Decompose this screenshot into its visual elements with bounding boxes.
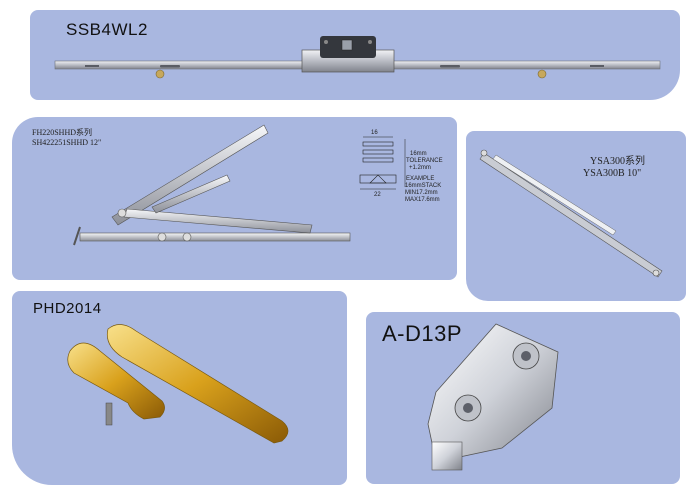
stack-dimension-diagram <box>359 136 406 190</box>
product-panel-phd2014: PHD2014 <box>12 291 347 485</box>
product-code: YSA300系列 <box>590 156 646 167</box>
example-line-3: MIN17.2mm <box>405 190 438 196</box>
bottom-dimension: 22 <box>374 192 381 198</box>
example-line-2: 16mmSTACK <box>405 183 442 189</box>
product-code: SSB4WL2 <box>66 20 148 39</box>
example-line-1: EXAMPLE <box>406 176 435 182</box>
product-sub: YSA300B 10" <box>583 168 642 179</box>
window-handle-image <box>67 324 289 444</box>
product-sub: SH422251SHHD 12" <box>32 138 102 147</box>
tolerance-line-2: TOLERANCE <box>406 158 443 164</box>
product-panel-ysa300: YSA300系列 YSA300B 10" <box>466 131 686 301</box>
product-code: A-D13P <box>382 321 463 346</box>
friction-stay-image <box>73 124 351 246</box>
espagnolette-bar-image <box>54 36 661 79</box>
product-code: PHD2014 <box>33 300 102 317</box>
product-panel-ssb4wl2: SSB4WL2 <box>30 10 680 100</box>
product-panel-a-d13p: A-D13P <box>366 312 680 484</box>
product-code: FH220SHHD系列 <box>32 128 93 137</box>
stay-arm-image <box>479 149 663 278</box>
tolerance-line-3: +1.2mm <box>409 165 431 171</box>
top-dimension: 16 <box>371 130 378 136</box>
example-line-4: MAX17.6mm <box>405 197 440 203</box>
product-panel-fh220: FH220SHHD系列 SH422251SHHD 12" 16 22 16mm … <box>12 117 457 280</box>
tolerance-line-1: 16mm <box>410 151 427 157</box>
keeper-plate-image <box>427 323 559 471</box>
